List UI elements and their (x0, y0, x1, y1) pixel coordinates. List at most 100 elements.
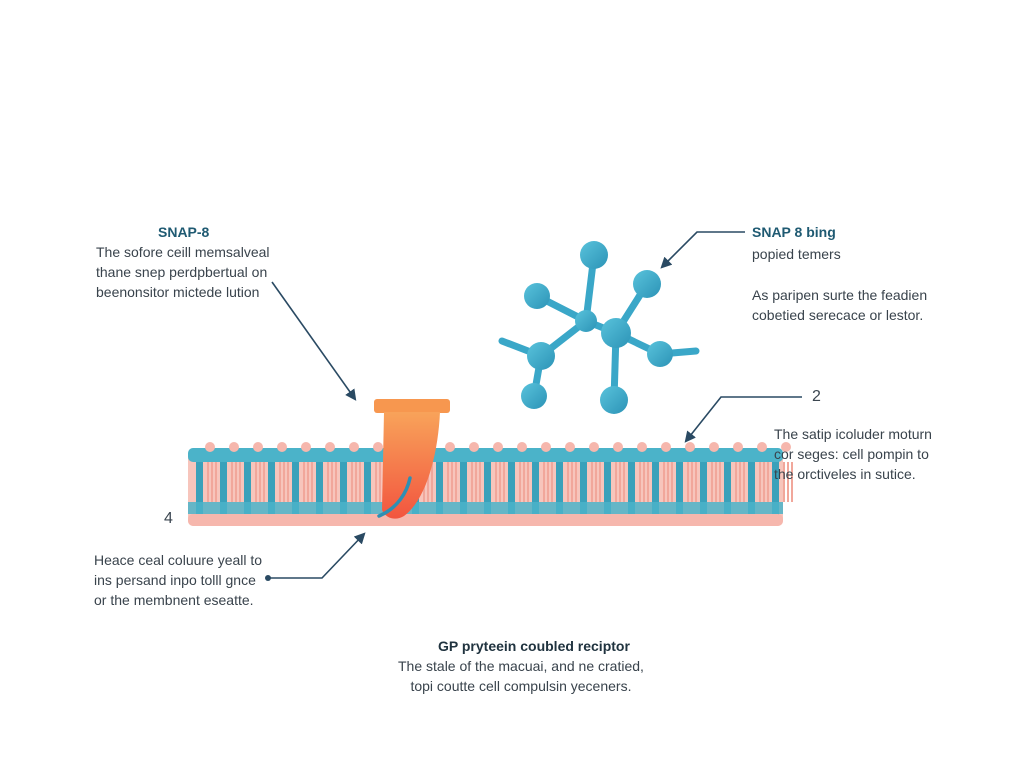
lipid-pattern (355, 462, 357, 502)
lipid-head (781, 442, 791, 452)
lipid-pattern (211, 462, 213, 502)
lipid-tail (556, 456, 563, 516)
lipid-pattern (567, 462, 569, 502)
lipid-pattern (759, 462, 761, 502)
membrane-top-layer (188, 448, 783, 462)
arrow-membrane (684, 396, 802, 443)
lipid-pattern (615, 462, 617, 502)
atom (575, 310, 597, 332)
lipid-tail (244, 456, 251, 516)
lipid-pattern (743, 462, 745, 502)
lipid-tail (220, 456, 227, 516)
snap8-line-2: thane snep perdpbertual on (96, 264, 268, 280)
lipid-pattern (543, 462, 545, 502)
lipid-pattern (263, 462, 265, 502)
lipid-tail (484, 456, 491, 516)
lipid-tail (532, 456, 539, 516)
lipid-pattern (643, 462, 645, 502)
arrow-head-region (270, 532, 366, 579)
atom (633, 270, 661, 298)
lipid-tail (436, 456, 443, 516)
lipid-tail (748, 456, 755, 516)
lipid-pattern (519, 462, 521, 502)
lipid-tail (772, 456, 779, 516)
lipid-tail (268, 456, 275, 516)
binding-title: SNAP 8 bing (752, 224, 836, 240)
lipid-pattern (715, 462, 717, 502)
lipid-pattern (571, 462, 573, 502)
snap8-molecule (498, 251, 700, 404)
arrow-snap8 (271, 281, 357, 401)
lipid-pattern (791, 462, 793, 502)
lipid-pattern (523, 462, 525, 502)
lipid-tail (508, 456, 515, 516)
lipid-head (325, 442, 335, 452)
snap8-line-3: beenonsitor mictede lution (96, 284, 260, 300)
lipid-tail (676, 456, 683, 516)
lipid-tail (700, 456, 707, 516)
lipid-pattern (379, 462, 381, 502)
lipid-pattern (671, 462, 673, 502)
lipid-tail (196, 456, 203, 516)
lipid-pattern (259, 462, 261, 502)
gpcr-label: GP pryteein coubled reciptor The stale o… (398, 636, 644, 696)
lipid-pattern (231, 462, 233, 502)
lipid-pattern (427, 462, 429, 502)
lipid-head (733, 442, 743, 452)
lipid-tail (316, 456, 323, 516)
lipid-pattern (767, 462, 769, 502)
lipid-pattern (619, 462, 621, 502)
lipid-pattern (667, 462, 669, 502)
atom (527, 342, 555, 370)
lipid-pattern (303, 462, 305, 502)
lipid-pattern (647, 462, 649, 502)
lipid-head (589, 442, 599, 452)
lipid-pattern (503, 462, 505, 502)
lipid-pattern (547, 462, 549, 502)
lipid-head (445, 442, 455, 452)
lipid-tail (652, 456, 659, 516)
lipid-head (205, 442, 215, 452)
receptor-body (382, 412, 440, 519)
lipid-head (517, 442, 527, 452)
lipid-tail (604, 456, 611, 516)
membrane-line-1: The satip icoluder moturn (774, 426, 932, 442)
lipid-head (685, 442, 695, 452)
lipid-pattern (479, 462, 481, 502)
membrane-line-2: cor seges: cell pompin to (774, 446, 929, 462)
lipid-head (229, 442, 239, 452)
lipid-pattern (695, 462, 697, 502)
snap8-atoms (521, 241, 673, 414)
lipid-pattern (375, 462, 377, 502)
lipid-tail (460, 456, 467, 516)
binding-description: As paripen surte the feadien cobetied se… (752, 285, 927, 325)
snap8-label: SNAP-8 The sofore ceill memsalveal thane… (96, 222, 270, 302)
lipid-head (613, 442, 623, 452)
lipid-pattern (455, 462, 457, 502)
gpcr-line-1: The stale of the macuai, and ne cratied, (398, 658, 644, 674)
head-line-1: Heace ceal coluure yeall to (94, 552, 263, 568)
lipid-head (541, 442, 551, 452)
lipid-pattern (431, 462, 433, 502)
callout-number-2: 2 (812, 388, 821, 405)
lipid-pattern (359, 462, 361, 502)
lipid-tail (340, 456, 347, 516)
atom (524, 283, 550, 309)
lipid-pattern (599, 462, 601, 502)
callout-number-4: 4 (164, 510, 173, 527)
lipid-head (373, 442, 383, 452)
lipid-pattern (551, 462, 553, 502)
lipid-pattern (687, 462, 689, 502)
lipid-pattern (711, 462, 713, 502)
binding-label: SNAP 8 bing popied temers (752, 222, 841, 264)
lipid-pattern (495, 462, 497, 502)
lipid-tail (628, 456, 635, 516)
lipid-tail (580, 456, 587, 516)
gpcr-receptor (374, 399, 450, 519)
lipid-pattern (739, 462, 741, 502)
lipid-head (349, 442, 359, 452)
lipid-pattern (735, 462, 737, 502)
lipid-pattern (595, 462, 597, 502)
lipid-pattern (787, 462, 789, 502)
